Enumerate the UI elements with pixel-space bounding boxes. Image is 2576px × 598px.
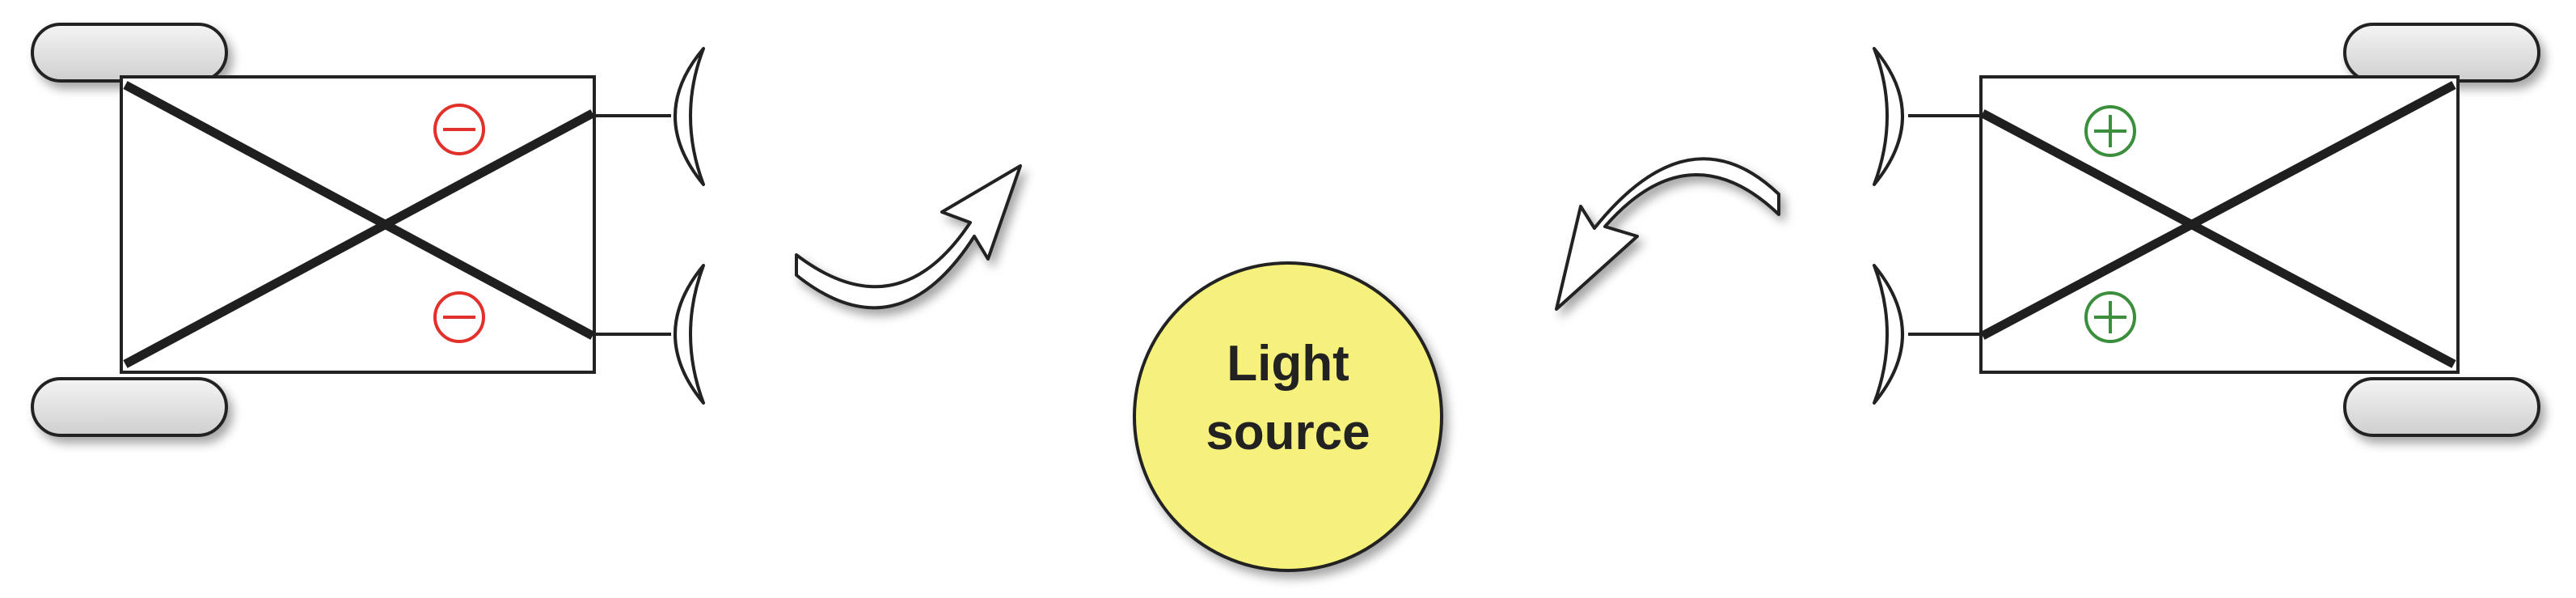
- left-vehicle-wire-1: [123, 81, 595, 340]
- light-source-circle: [1133, 261, 1443, 572]
- left-turn-arrow-icon: [795, 164, 1022, 310]
- left-vehicle-top-wheel: [31, 23, 228, 83]
- right-turn-arrow-icon: [1555, 157, 1780, 311]
- light-source-label-line1: Light: [1227, 336, 1349, 392]
- left-vehicle-bottom-sensor: [674, 264, 705, 405]
- right-vehicle-wire-2: [1980, 81, 2456, 340]
- right-vehicle-top-sensor: [1873, 47, 1904, 186]
- right-vehicle-bottom-wheel: [2343, 377, 2540, 437]
- left-vehicle-bottom-minus-icon: [433, 291, 485, 343]
- left-vehicle-top-minus-icon: [433, 104, 485, 155]
- light-source-label-line2: source: [1206, 405, 1370, 460]
- right-vehicle-top-plus-icon: [2084, 105, 2136, 157]
- left-vehicle-bottom-wheel: [31, 377, 228, 437]
- right-vehicle-bottom-sensor: [1873, 264, 1904, 405]
- left-vehicle-top-sensor: [674, 47, 705, 186]
- light-source: Light source: [1133, 261, 1443, 572]
- left-vehicle-wire-2: [123, 109, 595, 368]
- right-vehicle-wire-1: [1980, 109, 2456, 368]
- right-vehicle-top-wheel: [2343, 23, 2540, 83]
- left-vehicle: [31, 23, 705, 437]
- right-vehicle-bottom-plus-icon: [2084, 291, 2136, 343]
- right-vehicle: [1873, 23, 2540, 437]
